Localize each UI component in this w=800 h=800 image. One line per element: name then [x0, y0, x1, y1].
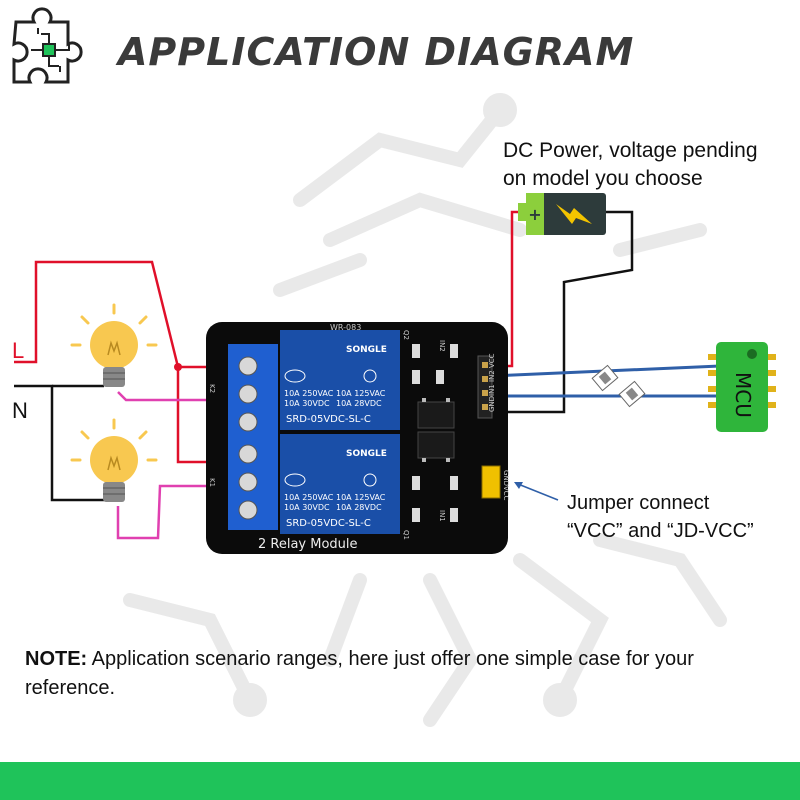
silk-k1: K1 [208, 478, 216, 487]
neutral-wire [14, 384, 104, 502]
battery-plus-label: + [528, 205, 541, 224]
pin-label-in2: IN2 [488, 370, 496, 382]
arrowhead-icon [514, 482, 523, 489]
dc-power-label-line2: on model you choose [503, 167, 703, 190]
pin1-dot-icon [747, 349, 757, 359]
smd-components [412, 344, 458, 522]
pin-label-gnd: GND [488, 396, 496, 412]
relay-rating-left-bottom-1: 10A 250VAC [284, 493, 334, 502]
mcu-label: MCU [731, 372, 755, 418]
battery-negative-wire [492, 210, 634, 414]
footer-bar [0, 762, 800, 800]
lightning-bolt-icon [556, 204, 592, 224]
relay-rating-right-bottom-2: 10A 28VDC [336, 503, 382, 512]
cqc-logo-icon [284, 369, 377, 487]
chip-pins [422, 398, 450, 462]
relay-k2 [280, 330, 400, 430]
silk-in1: IN1 [438, 510, 446, 522]
optocoupler-chip [417, 401, 455, 429]
board-code: WR-083 [330, 323, 361, 332]
pin-label-in1: IN1 [488, 384, 496, 396]
light-bulb-icon [70, 418, 158, 502]
jumper-pointer [517, 483, 559, 501]
live-wire [14, 260, 236, 464]
live-label: L [12, 338, 25, 363]
relay-model-bottom: SRD-05VDC-SL-C [286, 518, 371, 529]
battery-icon: + [518, 193, 606, 235]
terminal-screws [238, 356, 258, 520]
pin-header [477, 355, 493, 419]
note-body: Application scenario ranges, here just o… [25, 648, 694, 699]
jumper [481, 465, 501, 499]
relay-model-top: SRD-05VDC-SL-C [286, 414, 371, 425]
switched-wire-1 [117, 391, 236, 402]
optocoupler-chip [417, 431, 455, 459]
silk-k2: K2 [208, 384, 216, 393]
relay-brand-top: SONGLE [346, 345, 387, 355]
puzzle-logo-icon [12, 7, 83, 84]
relay-rating-left-bottom-2: 10A 30VDC [284, 503, 330, 512]
relay-rating-right-top-2: 10A 28VDC [336, 399, 382, 408]
resistor-icon [618, 380, 646, 408]
relay-k1 [280, 434, 400, 534]
note-label: NOTE: [25, 648, 88, 670]
relay-rating-right-bottom-1: 10A 125VAC [336, 493, 386, 502]
relay-brand-bottom: SONGLE [346, 449, 387, 459]
jumper-label-line2: “VCC” and “JD-VCC” [567, 520, 754, 542]
header-pins [482, 362, 488, 410]
page-title: APPLICATION DIAGRAM [118, 30, 635, 74]
jumper-label-gnd: GND [502, 470, 510, 486]
circuit-watermark [123, 93, 727, 727]
dc-power-label-line1: DC Power, voltage pending [503, 139, 758, 162]
relay-board: SONGLE 10A 250VAC 10A 30VDC 10A 125VAC 1… [206, 322, 510, 554]
resistor-icon [591, 364, 619, 392]
silk-in2: IN2 [438, 340, 446, 352]
mcu-module: MCU [708, 342, 776, 432]
pin-label-vcc: VCC [488, 353, 496, 368]
note-text: NOTE: Application scenario ranges, here … [25, 645, 785, 703]
board-name: 2 Relay Module [258, 537, 358, 552]
neutral-label: N [12, 398, 28, 423]
silk-q1: Q1 [402, 530, 410, 540]
terminal-block [228, 344, 278, 530]
jumper-label-vcc: VCC [502, 486, 510, 501]
relay-rating-left-top-2: 10A 30VDC [284, 399, 330, 408]
light-bulb-icon [70, 303, 158, 387]
relay-rating-right-top-1: 10A 125VAC [336, 389, 386, 398]
relay-rating-left-top-1: 10A 250VAC [284, 389, 334, 398]
jumper-label-line1: Jumper connect [567, 492, 710, 514]
switched-wire-2 [116, 484, 236, 540]
silk-q2: Q2 [402, 330, 410, 340]
